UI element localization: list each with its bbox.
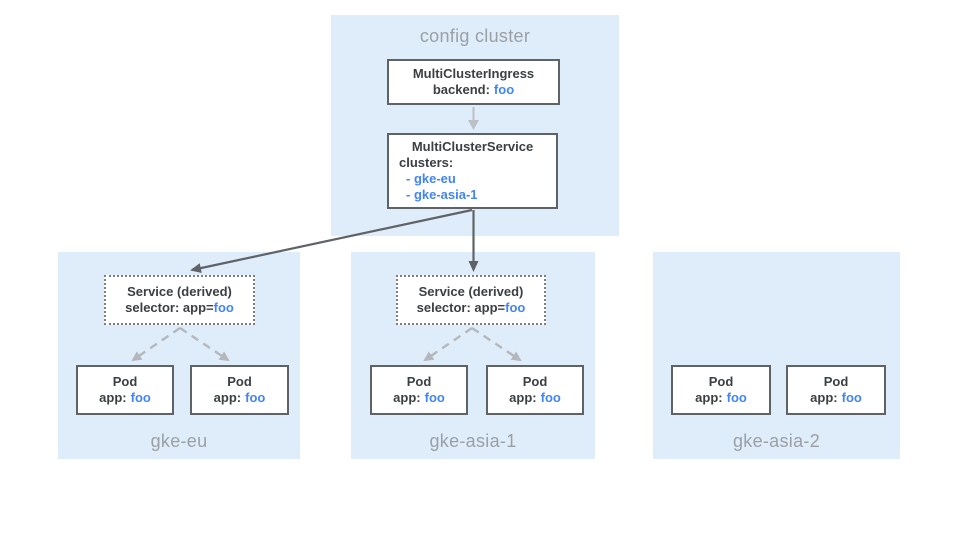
pod-app-line: app:foo (788, 390, 884, 406)
backend-label: backend: (432, 82, 490, 97)
app-label: app: (810, 390, 838, 405)
app-label: app: (213, 390, 242, 405)
app-label: app: (695, 390, 723, 405)
multiclusteringress-box: MultiClusterIngress backend:foo (387, 59, 560, 105)
pod-title: Pod (112, 374, 138, 389)
app-label: app: (99, 390, 127, 405)
app-value: foo (726, 390, 747, 405)
pod-title: Pod (406, 374, 432, 389)
pod-title: Pod (823, 374, 849, 389)
app-value: foo (424, 390, 445, 405)
cluster-label-gke-asia-1: gke-asia-1 (429, 431, 517, 451)
multiclusteringress-backend-line: backend:foo (389, 82, 558, 98)
multiclusterservice-title: MultiClusterService (411, 139, 534, 154)
pod-box-gke-asia-2-2: Pod app:foo (786, 365, 886, 415)
app-value: foo (245, 390, 266, 405)
cluster-label-gke-eu: gke-eu (150, 431, 208, 451)
config-cluster-label: config cluster (419, 26, 531, 46)
pod-app-line: app:foo (78, 390, 172, 406)
cluster-label-gke-asia-2: gke-asia-2 (732, 431, 821, 451)
pod-app-line: app:foo (192, 390, 287, 406)
pod-box-gke-asia-2-1: Pod app:foo (671, 365, 771, 415)
app-label: app: (509, 390, 537, 405)
pod-title: Pod (522, 374, 548, 389)
app-value: foo (540, 390, 561, 405)
app-value: foo (841, 390, 862, 405)
pod-box-gke-asia-1-1: Pod app:foo (370, 365, 468, 415)
pod-app-line: app:foo (372, 390, 466, 406)
multiclusterservice-box: MultiClusterService clusters: - gke-eu -… (387, 133, 558, 209)
app-label: app: (393, 390, 421, 405)
derived-service-selector-line: selector: app=foo (106, 300, 253, 316)
pod-box-gke-eu-2: Pod app:foo (190, 365, 289, 415)
pod-title: Pod (227, 374, 252, 389)
derived-service-title: Service (derived) (127, 284, 232, 299)
multiclusteringress-title: MultiClusterIngress (412, 66, 535, 81)
derived-service-title: Service (derived) (418, 284, 524, 299)
pod-app-line: app:foo (488, 390, 582, 406)
selector-value: foo (213, 300, 234, 315)
cluster-region-gke-asia-1: gke-asia-1 (351, 252, 595, 459)
pod-title: Pod (708, 374, 734, 389)
derived-service-box-gke-eu: Service (derived) selector: app=foo (104, 275, 255, 325)
derived-service-box-gke-asia-1: Service (derived) selector: app=foo (396, 275, 546, 325)
clusters-label: clusters: (399, 155, 454, 170)
selector-value: foo (505, 300, 526, 315)
pod-app-line: app:foo (673, 390, 769, 406)
cluster-ref-gke-eu: - gke-eu (406, 171, 456, 186)
derived-service-selector-line: selector: app=foo (398, 300, 544, 316)
pod-box-gke-eu-1: Pod app:foo (76, 365, 174, 415)
selector-label: selector: app= (416, 300, 506, 315)
cluster-ref-gke-asia-1: - gke-asia-1 (406, 187, 478, 202)
app-value: foo (130, 390, 151, 405)
selector-label: selector: app= (125, 300, 214, 315)
backend-value: foo (493, 82, 515, 97)
pod-box-gke-asia-1-2: Pod app:foo (486, 365, 584, 415)
cluster-region-gke-asia-2: gke-asia-2 (653, 252, 900, 459)
